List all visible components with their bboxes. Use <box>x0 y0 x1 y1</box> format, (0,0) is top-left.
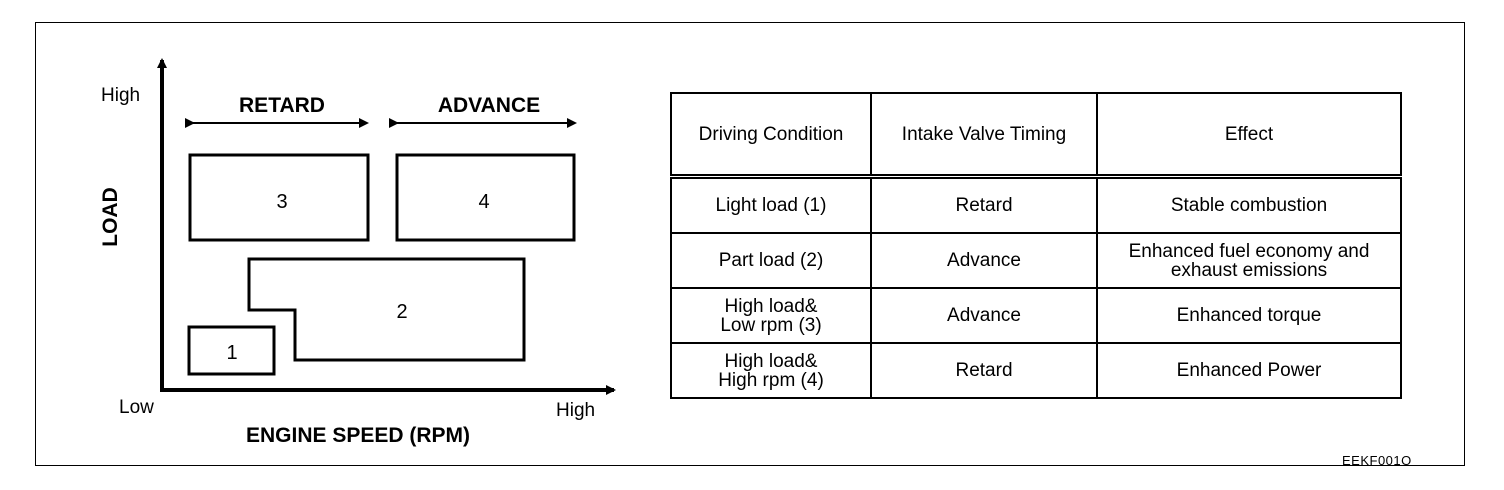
region-3-box <box>188 153 370 242</box>
region-2-label: 2 <box>396 301 407 323</box>
header-driving-condition: Driving Condition <box>670 92 872 179</box>
cell-timing: Advance <box>870 287 1098 344</box>
header-effect: Effect <box>1096 92 1402 179</box>
cell-effect: Enhanced Power <box>1096 342 1402 399</box>
cell-timing: Advance <box>870 232 1098 289</box>
region-4-box <box>395 153 576 242</box>
cell-line: Light load (1) <box>715 195 827 216</box>
table-row: High load&Low rpm (3) Advance Enhanced t… <box>670 287 1402 344</box>
region-4-label: 4 <box>478 191 489 213</box>
table-row: High load&High rpm (4) Retard Enhanced P… <box>670 342 1402 399</box>
cell-condition: High load&Low rpm (3) <box>670 287 872 344</box>
retard-label: RETARD <box>239 94 325 117</box>
advance-label: ADVANCE <box>438 94 540 117</box>
cell-line: Stable combustion <box>1170 195 1328 216</box>
x-axis-high-label: High <box>556 400 595 421</box>
cell-effect: Enhanced torque <box>1096 287 1402 344</box>
figure-code: EEKF001O <box>1342 453 1412 468</box>
axis-low-label: Low <box>119 397 154 418</box>
y-axis-title: LOAD <box>99 187 122 247</box>
cell-condition: High load&High rpm (4) <box>670 342 872 399</box>
cell-line: Enhanced fuel economy and <box>1128 240 1370 262</box>
region-3-label: 3 <box>276 191 287 213</box>
cell-condition: Part load (2) <box>670 232 872 289</box>
y-axis-high-label: High <box>101 85 140 106</box>
cell-condition: Light load (1) <box>670 175 872 234</box>
table-row: Light load (1) Retard Stable combustion <box>670 175 1402 234</box>
cell-line: Part load (2) <box>718 250 824 271</box>
table-header-row: Driving Condition Intake Valve Timing Ef… <box>670 92 1402 179</box>
cell-line: Low rpm (3) <box>720 314 822 336</box>
cell-effect: Stable combustion <box>1096 175 1402 234</box>
cell-timing: Retard <box>870 175 1098 234</box>
load-speed-diagram: High Low High ENGINE SPEED (RPM) LOAD RE… <box>99 58 616 447</box>
cell-line: Enhanced Power <box>1176 360 1322 381</box>
region-1-box <box>187 325 276 376</box>
cell-timing: Retard <box>870 342 1098 399</box>
cell-line: High load& <box>724 295 818 317</box>
cell-line: exhaust emissions <box>1170 259 1328 281</box>
x-axis-title: ENGINE SPEED (RPM) <box>246 424 470 447</box>
region-2-box <box>247 257 526 362</box>
figure-frame <box>35 22 1465 466</box>
table-row: Part load (2) Advance Enhanced fuel econ… <box>670 232 1402 289</box>
header-intake-valve-timing: Intake Valve Timing <box>870 92 1098 179</box>
region-1-label: 1 <box>226 342 237 364</box>
valve-timing-table: Driving Condition Intake Valve Timing Ef… <box>670 92 1402 399</box>
cell-line: Enhanced torque <box>1176 305 1322 326</box>
cell-line: High rpm (4) <box>718 369 824 391</box>
cell-line: High load& <box>724 350 818 372</box>
